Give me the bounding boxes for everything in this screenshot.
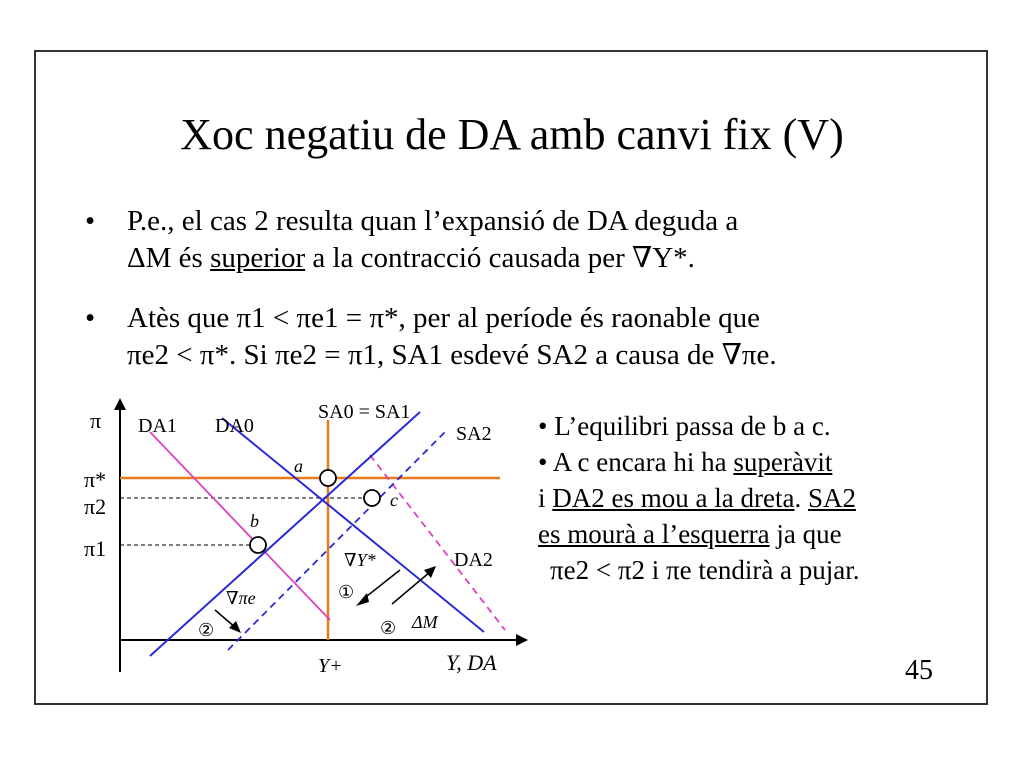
y-axis-arrow: [114, 398, 126, 410]
right-line-3: i DA2 es mou a la dreta. SA2: [538, 480, 968, 516]
bullet-1-line2-pre: ΔM és: [127, 242, 211, 274]
right-line-4-post: ja que: [769, 519, 842, 549]
bullet-2: • Atès que π1 < πe1 = π*, per al període…: [85, 300, 957, 374]
bullet-1: • P.e., el cas 2 resulta quan l’expansió…: [85, 203, 957, 277]
delta-m-arrow: [391, 571, 431, 605]
da0-label: DA0: [215, 415, 254, 437]
da1-curve: [149, 431, 331, 621]
x-axis-label: Y, DA: [446, 650, 497, 675]
y-plus-label: Y+: [318, 655, 343, 677]
right-line-2-pre: • A c encara hi ha: [538, 447, 734, 477]
right-line-3-underlined: DA2 es mou a la dreta: [552, 483, 795, 513]
page-number: 45: [905, 655, 933, 686]
bullet-1-line2: ΔM és superior a la contracció causada p…: [127, 240, 957, 277]
sa0-sa1-curve: [149, 411, 421, 657]
y-axis-label: π: [90, 408, 101, 433]
bullet-1-line2-post: a la contracció causada per ∇Y*.: [305, 242, 695, 274]
right-line-2-underlined: superàvit: [733, 447, 833, 477]
point-b-label: b: [250, 511, 259, 531]
nabla-y-arrow: [361, 569, 401, 601]
da0-curve: [221, 417, 485, 633]
point-b: [249, 536, 267, 554]
da1-label: DA1: [138, 415, 177, 437]
point-c-label: c: [390, 490, 398, 510]
bullet-2-line1: Atès que π1 < πe1 = π*, per al període é…: [127, 302, 761, 334]
step-1-label: ①: [338, 582, 354, 602]
right-line-4: es mourà a l’esquerra ja que: [538, 516, 968, 552]
da2-curve: [369, 454, 506, 631]
bullet-2-line2: πe2 < π*. Si πe2 = π1, SA1 esdevé SA2 a …: [127, 339, 777, 371]
bullet-marker: •: [85, 302, 96, 334]
da2-label: DA2: [454, 549, 493, 571]
point-a: [319, 469, 337, 487]
nabla-y-label: ∇Y*: [344, 550, 376, 570]
slide-title: Xoc negatiu de DA amb canvi fix (V): [180, 110, 844, 159]
right-line-3-underlined-2: SA2: [807, 483, 856, 513]
nabla-pi-label: ∇πe: [226, 588, 256, 608]
sa0-sa1-label: SA0 = SA1: [318, 401, 410, 423]
right-line-1: • L’equilibri passa de b a c.: [538, 411, 831, 441]
step-2b-label: ②: [380, 618, 396, 638]
delta-m-arrowhead: [424, 566, 436, 578]
right-line-5: πe2 < π2 i πe tendirà a pujar.: [550, 555, 860, 585]
slide-frame: [34, 50, 988, 705]
bullet-1-underlined: superior: [210, 242, 306, 274]
pi2-label: π2: [84, 494, 106, 519]
right-line-3-mid: .: [794, 483, 808, 513]
right-line-2: • A c encara hi ha superàvit: [538, 444, 968, 480]
bullet-marker: •: [85, 205, 96, 237]
bullet-1-line1: P.e., el cas 2 resulta quan l’expansió d…: [127, 205, 739, 237]
nabla-y-arrowhead: [356, 593, 369, 606]
delta-m-label: ΔM: [411, 612, 439, 632]
point-c: [363, 489, 381, 507]
sa2-label: SA2: [456, 423, 492, 445]
step-2a-label: ②: [198, 620, 214, 640]
nabla-pi-arrowhead: [229, 621, 241, 633]
pi-star-label: π*: [84, 467, 106, 492]
point-a-label: a: [294, 456, 303, 476]
pi1-label: π1: [84, 536, 106, 561]
x-axis-arrow: [516, 634, 528, 646]
right-line-4-underlined: es mourà a l’esquerra: [538, 519, 770, 549]
sa2-curve: [227, 431, 446, 651]
right-explanation: • L’equilibri passa de b a c. • A c enca…: [538, 408, 968, 588]
right-line-3-pre: i: [538, 483, 553, 513]
